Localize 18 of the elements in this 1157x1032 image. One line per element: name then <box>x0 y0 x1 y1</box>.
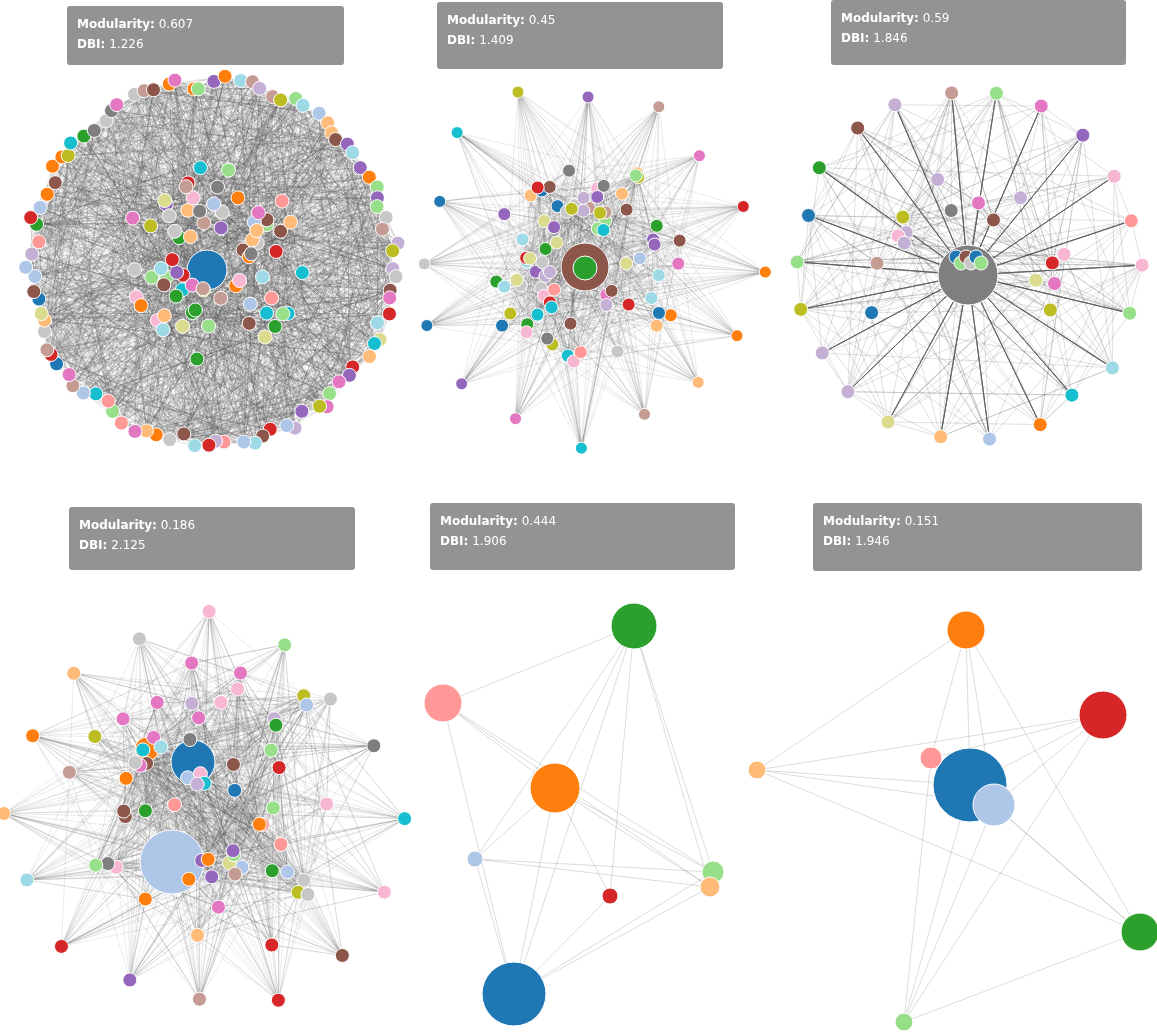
metrics-box <box>831 0 1126 65</box>
metric-text: DBI: 1.946 <box>823 533 891 550</box>
metric-text: Modularity: 0.45 <box>447 12 557 29</box>
metric-text: DBI: 1.846 <box>841 30 909 47</box>
metric-text: Modularity: 0.607 <box>77 16 195 33</box>
metrics-box <box>67 6 344 65</box>
metrics-box <box>69 507 355 570</box>
metric-text: DBI: 1.906 <box>440 533 508 550</box>
metrics-box <box>430 503 735 570</box>
metrics-box <box>813 503 1142 571</box>
metric-text: DBI: 1.409 <box>447 32 515 49</box>
metric-text: DBI: 1.226 <box>77 36 145 53</box>
metric-text: DBI: 2.125 <box>79 537 147 554</box>
metric-text: Modularity: 0.151 <box>823 513 941 530</box>
metric-text: Modularity: 0.186 <box>79 517 197 534</box>
metric-text: Modularity: 0.59 <box>841 10 951 27</box>
metrics-box <box>437 2 723 69</box>
metric-text: Modularity: 0.444 <box>440 513 558 530</box>
